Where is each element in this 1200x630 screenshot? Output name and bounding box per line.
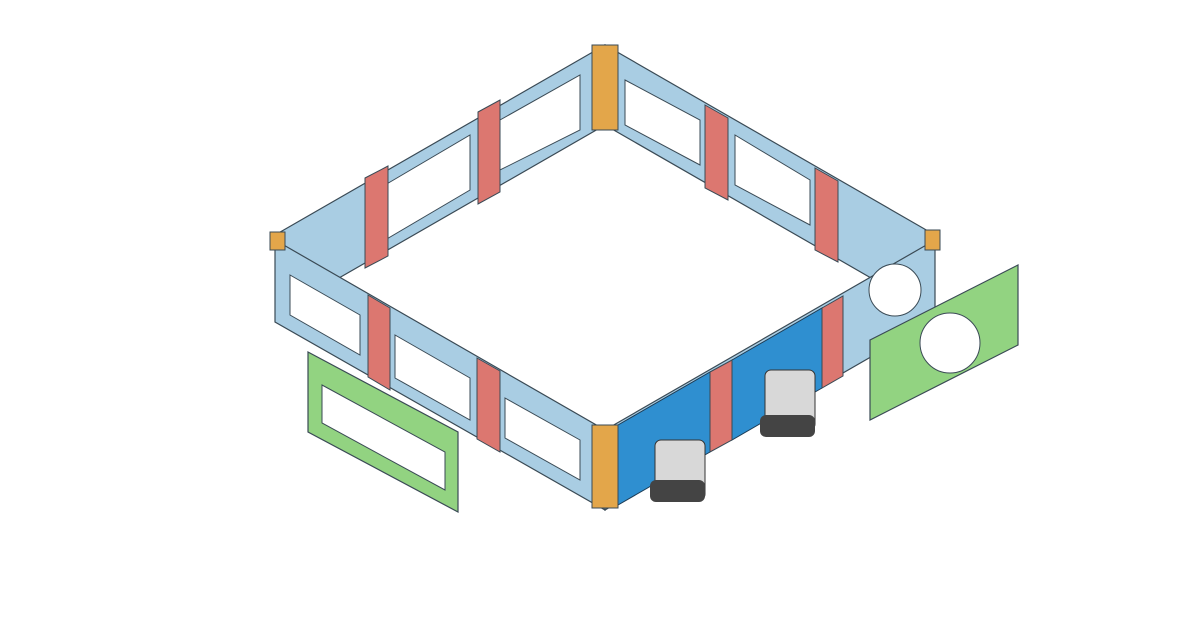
joint-plate	[709, 359, 733, 453]
left-window-2	[394, 334, 471, 421]
joint-plate	[814, 167, 839, 263]
front-walls	[269, 229, 941, 512]
joint-plate	[367, 294, 391, 391]
back-walls	[274, 43, 936, 306]
right-wall-hole	[868, 263, 922, 317]
joint-plate	[477, 99, 501, 205]
left-window-1	[289, 274, 361, 356]
left-window-3	[504, 397, 581, 481]
latch-mechanism	[650, 439, 706, 502]
joint-plate	[821, 295, 844, 389]
back-corner-bracket	[591, 44, 619, 131]
joint-plate	[364, 165, 389, 269]
joint-plate	[476, 357, 501, 453]
joint-plate	[704, 104, 729, 201]
left-green-panel-window	[321, 384, 446, 491]
side-panels	[307, 264, 1019, 513]
right-corner-bracket	[924, 229, 941, 251]
right-green-panel-hole	[919, 312, 981, 374]
back-right-window-2	[734, 134, 811, 226]
left-corner-bracket	[269, 231, 286, 251]
back-right-window	[624, 79, 701, 166]
front-corner-bracket	[591, 424, 619, 509]
latch-mechanism	[760, 369, 816, 437]
